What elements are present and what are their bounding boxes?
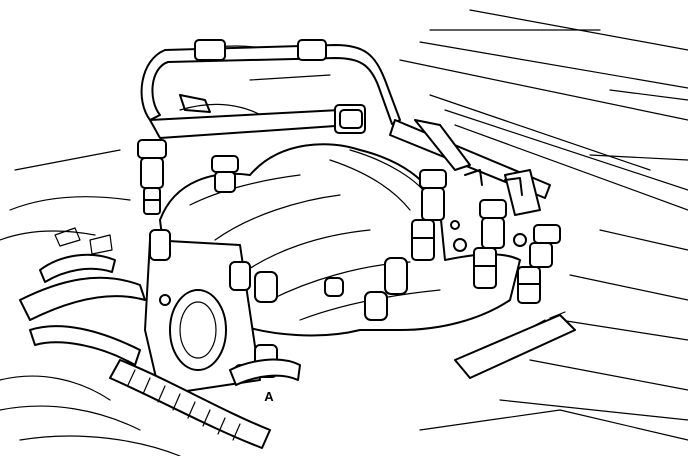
callout-label: A — [264, 389, 274, 404]
fuel-injector-5 — [517, 224, 561, 304]
fuel-injector-6 — [339, 109, 363, 129]
fuel-injector-3 — [411, 169, 447, 261]
heater-hose — [109, 358, 301, 449]
fuel-injector-4 — [473, 199, 507, 289]
fuel-injector-2 — [211, 155, 239, 193]
fuel-rail-crossover-tube — [140, 39, 401, 125]
throttle-body-opening — [169, 289, 227, 371]
vacuum-hose — [454, 311, 576, 379]
wiring-harness — [0, 227, 181, 456]
clips-and-fasteners — [450, 169, 527, 252]
fuel-injector-1 — [137, 139, 167, 215]
engine-bay-background — [0, 9, 688, 441]
fuel-injectors — [137, 109, 561, 304]
